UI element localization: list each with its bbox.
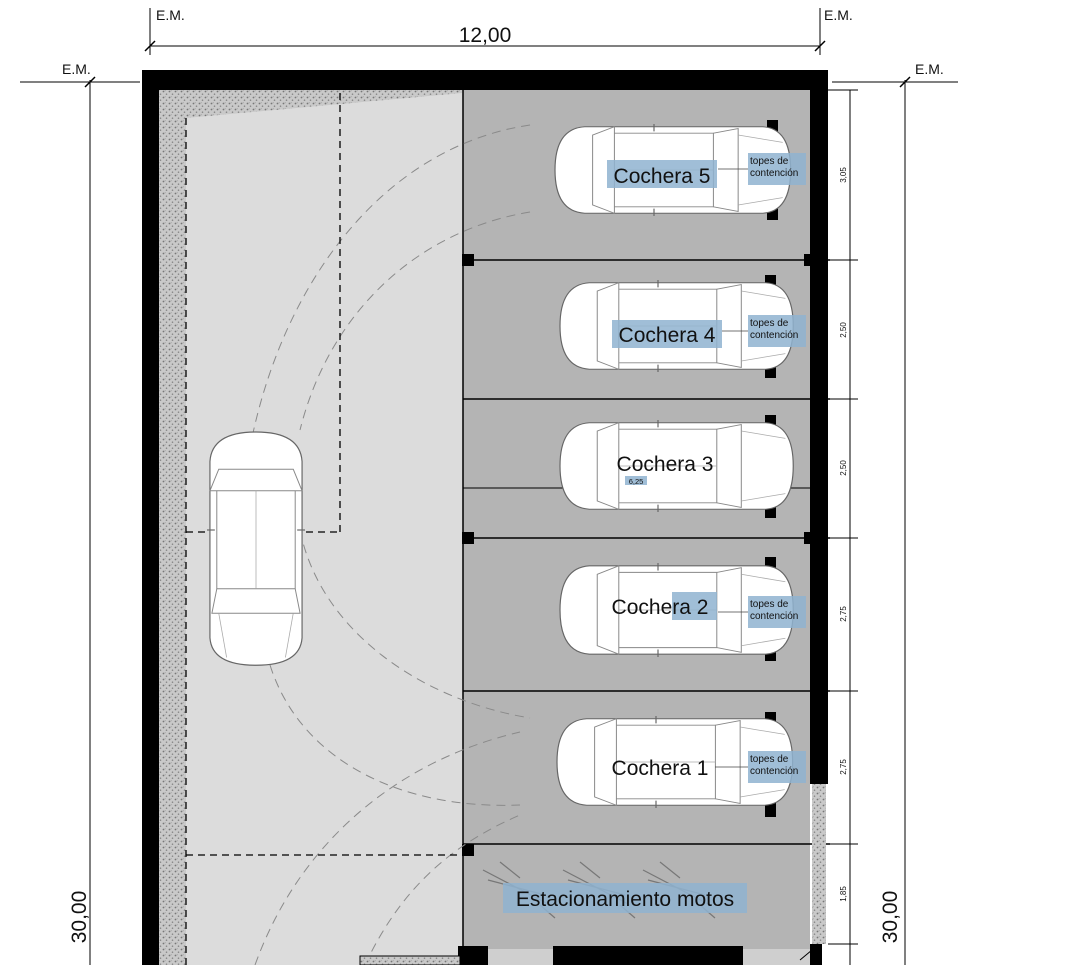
car-maneuvering — [206, 431, 306, 666]
space-label-4: Cochera 4 — [619, 324, 716, 347]
level-mark-side-right: E.M. — [915, 61, 944, 77]
bay-dimension-5: 3,05 — [839, 167, 848, 183]
label-motos: Estacionamiento motos — [503, 883, 747, 913]
stop-note-label-4: topes de contención — [750, 318, 799, 341]
bay-dimension-1: 2,75 — [839, 759, 848, 775]
level-mark-top-right: E.M. — [824, 7, 853, 23]
boundary-walls — [142, 70, 828, 965]
driveway-hatch-left — [158, 90, 186, 965]
top-dimension — [144, 8, 826, 55]
stop-note-label-5: topes de contención — [750, 156, 799, 179]
bottom-detail — [359, 949, 813, 965]
bay-dimension-3: 2,50 — [839, 460, 848, 476]
dimension-width-total: 12,00 — [459, 24, 512, 47]
space-label-2: Cochera 2 — [612, 596, 709, 619]
bay-dimension-4: 2,50 — [839, 322, 848, 338]
level-mark-side-left: E.M. — [62, 61, 91, 77]
space-label-5: Cochera 5 — [614, 165, 711, 188]
label-cochera-4: Cochera 4 — [612, 320, 722, 348]
bay-dimension-chain — [828, 89, 858, 965]
label-cochera-2: Cochera 2 — [612, 592, 717, 620]
stop-note-4 — [722, 315, 806, 347]
bay-dimension-motos: 1,85 — [839, 886, 848, 902]
label-cochera-5: Cochera 5 — [607, 160, 717, 188]
space-label-1: Cochera 1 — [612, 757, 709, 780]
bay-dividers — [462, 90, 830, 965]
interior-dim-highlight — [625, 476, 647, 485]
stop-note-5 — [718, 153, 806, 185]
stop-note-2 — [718, 596, 806, 628]
dimension-length-left: 30,00 — [68, 891, 91, 944]
side-opening-hatch — [812, 784, 826, 944]
level-mark-top-left: E.M. — [156, 7, 185, 23]
stop-note-label-2: topes de contención — [750, 599, 799, 622]
bay-dimension-2: 2,75 — [839, 606, 848, 622]
stop-note-1 — [715, 751, 806, 783]
interior-dimension: 6,25 — [629, 477, 644, 486]
driveway-hatch-top — [186, 90, 462, 118]
stop-note-label-1: topes de contención — [750, 754, 799, 777]
space-label-3: Cochera 3 — [617, 453, 714, 476]
dimension-length-right: 30,00 — [879, 891, 902, 944]
motos-label: Estacionamiento motos — [516, 888, 734, 911]
side-level-lines — [20, 76, 958, 965]
